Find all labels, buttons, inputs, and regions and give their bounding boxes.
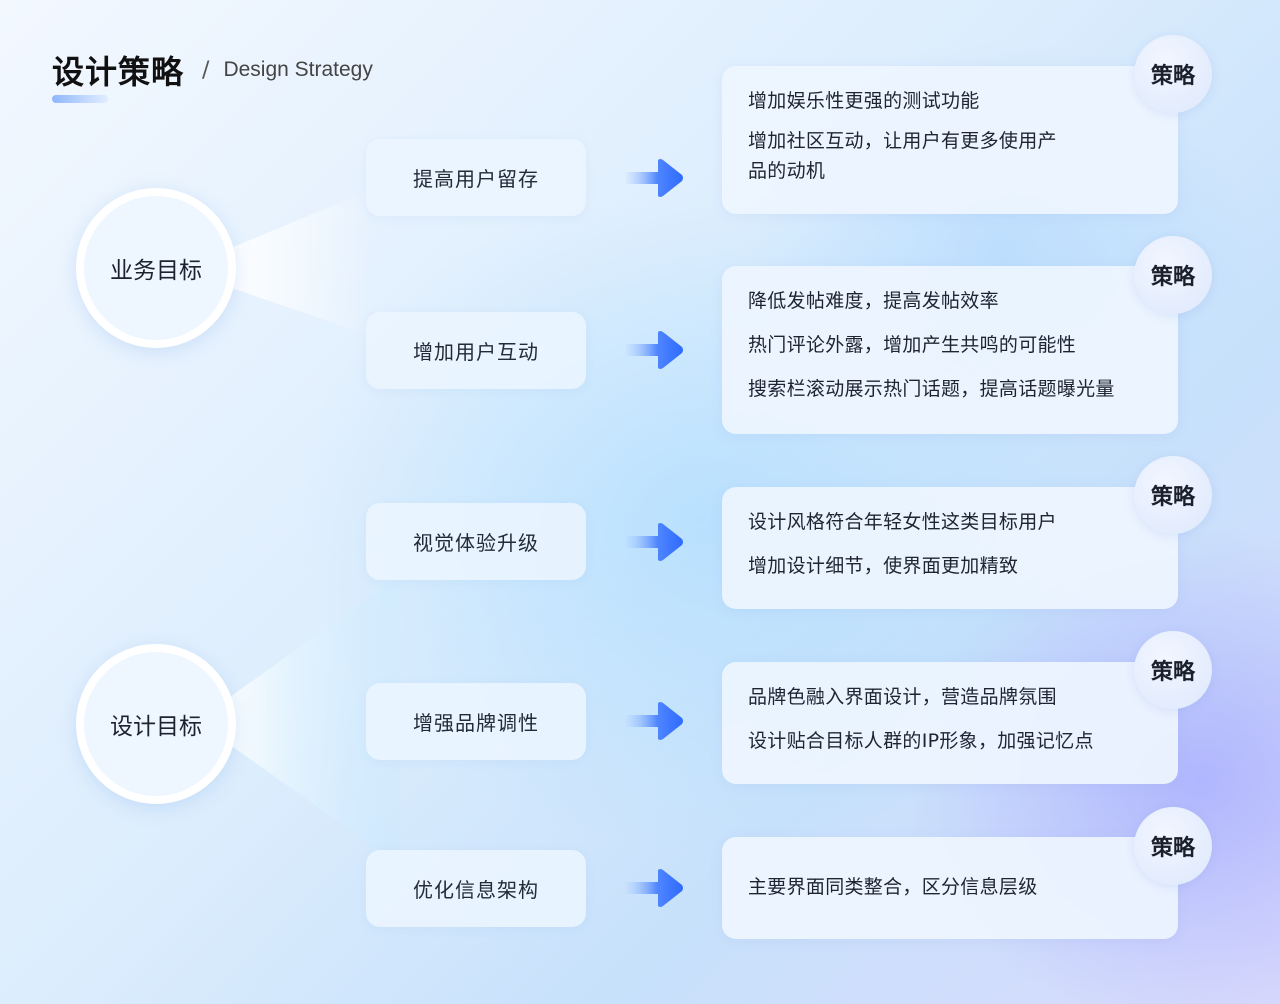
- strategy-badge-label: 策略: [1150, 836, 1195, 861]
- goal-design: 设计目标: [76, 644, 236, 804]
- title-separator: /: [202, 57, 210, 83]
- goal-business: 业务目标: [76, 188, 236, 348]
- target-pill-brand: 增强品牌调性: [366, 683, 586, 760]
- strategy-line: 设计贴合目标人群的IP形象，加强记忆点: [748, 730, 1094, 752]
- beam-design: [226, 575, 400, 865]
- target-label: 增强品牌调性: [413, 711, 539, 735]
- target-pill-architecture: 优化信息架构: [366, 850, 586, 927]
- strategy-card-5: 主要界面同类整合，区分信息层级: [722, 837, 1178, 939]
- goal-business-label: 业务目标: [110, 258, 202, 284]
- strategy-card-1: 增加娱乐性更强的测试功能 增加社区互动，让用户有更多使用产 品的动机: [722, 66, 1178, 214]
- target-label: 增加用户互动: [413, 340, 539, 364]
- strategy-badge-label: 策略: [1150, 64, 1195, 89]
- strategy-badge: 策略: [1134, 631, 1212, 709]
- goal-design-label: 设计目标: [110, 714, 202, 740]
- strategy-badge-label: 策略: [1150, 265, 1195, 290]
- target-pill-visual: 视觉体验升级: [366, 503, 586, 580]
- strategy-line: 设计风格符合年轻女性这类目标用户: [748, 511, 1057, 533]
- strategy-card-3: 设计风格符合年轻女性这类目标用户 增加设计细节，使界面更加精致: [722, 487, 1178, 609]
- strategy-line: 增加设计细节，使界面更加精致: [748, 555, 1019, 577]
- target-label: 提高用户留存: [413, 167, 539, 191]
- strategy-line: 品的动机: [748, 160, 826, 182]
- strategy-line: 搜索栏滚动展示热门话题，提高话题曝光量: [748, 378, 1115, 400]
- target-label: 视觉体验升级: [413, 531, 539, 555]
- beam-business: [226, 192, 366, 334]
- strategy-line: 品牌色融入界面设计，营造品牌氛围: [748, 686, 1057, 708]
- arrow-right-icon: [626, 523, 683, 561]
- page-header: 设计策略 / Design Strategy: [52, 50, 373, 91]
- strategy-line: 增加社区互动，让用户有更多使用产: [748, 130, 1057, 152]
- title-accent-bar: [52, 95, 108, 103]
- strategy-badge-label: 策略: [1150, 485, 1195, 510]
- strategy-line: 降低发帖难度，提高发帖效率: [748, 290, 999, 312]
- target-pill-interaction: 增加用户互动: [366, 312, 586, 389]
- arrow-right-icon: [626, 159, 683, 197]
- strategy-line: 主要界面同类整合，区分信息层级: [748, 876, 1038, 898]
- target-pill-retention: 提高用户留存: [366, 139, 586, 216]
- strategy-badge: 策略: [1134, 35, 1212, 113]
- arrow-right-icon: [626, 331, 683, 369]
- strategy-line: 热门评论外露，增加产生共鸣的可能性: [748, 334, 1077, 356]
- arrow-right-icon: [626, 869, 683, 907]
- page-subtitle: Design Strategy: [223, 58, 373, 81]
- strategy-badge: 策略: [1134, 236, 1212, 314]
- target-label: 优化信息架构: [413, 878, 539, 902]
- arrow-right-icon: [626, 702, 683, 740]
- strategy-card-4: 品牌色融入界面设计，营造品牌氛围 设计贴合目标人群的IP形象，加强记忆点: [722, 662, 1178, 784]
- page-title: 设计策略: [52, 53, 185, 91]
- strategy-card-2: 降低发帖难度，提高发帖效率 热门评论外露，增加产生共鸣的可能性 搜索栏滚动展示热…: [722, 266, 1178, 434]
- strategy-badge: 策略: [1134, 456, 1212, 534]
- strategy-badge: 策略: [1134, 807, 1212, 885]
- strategy-line: 增加娱乐性更强的测试功能: [748, 90, 980, 112]
- strategy-badge-label: 策略: [1150, 660, 1195, 685]
